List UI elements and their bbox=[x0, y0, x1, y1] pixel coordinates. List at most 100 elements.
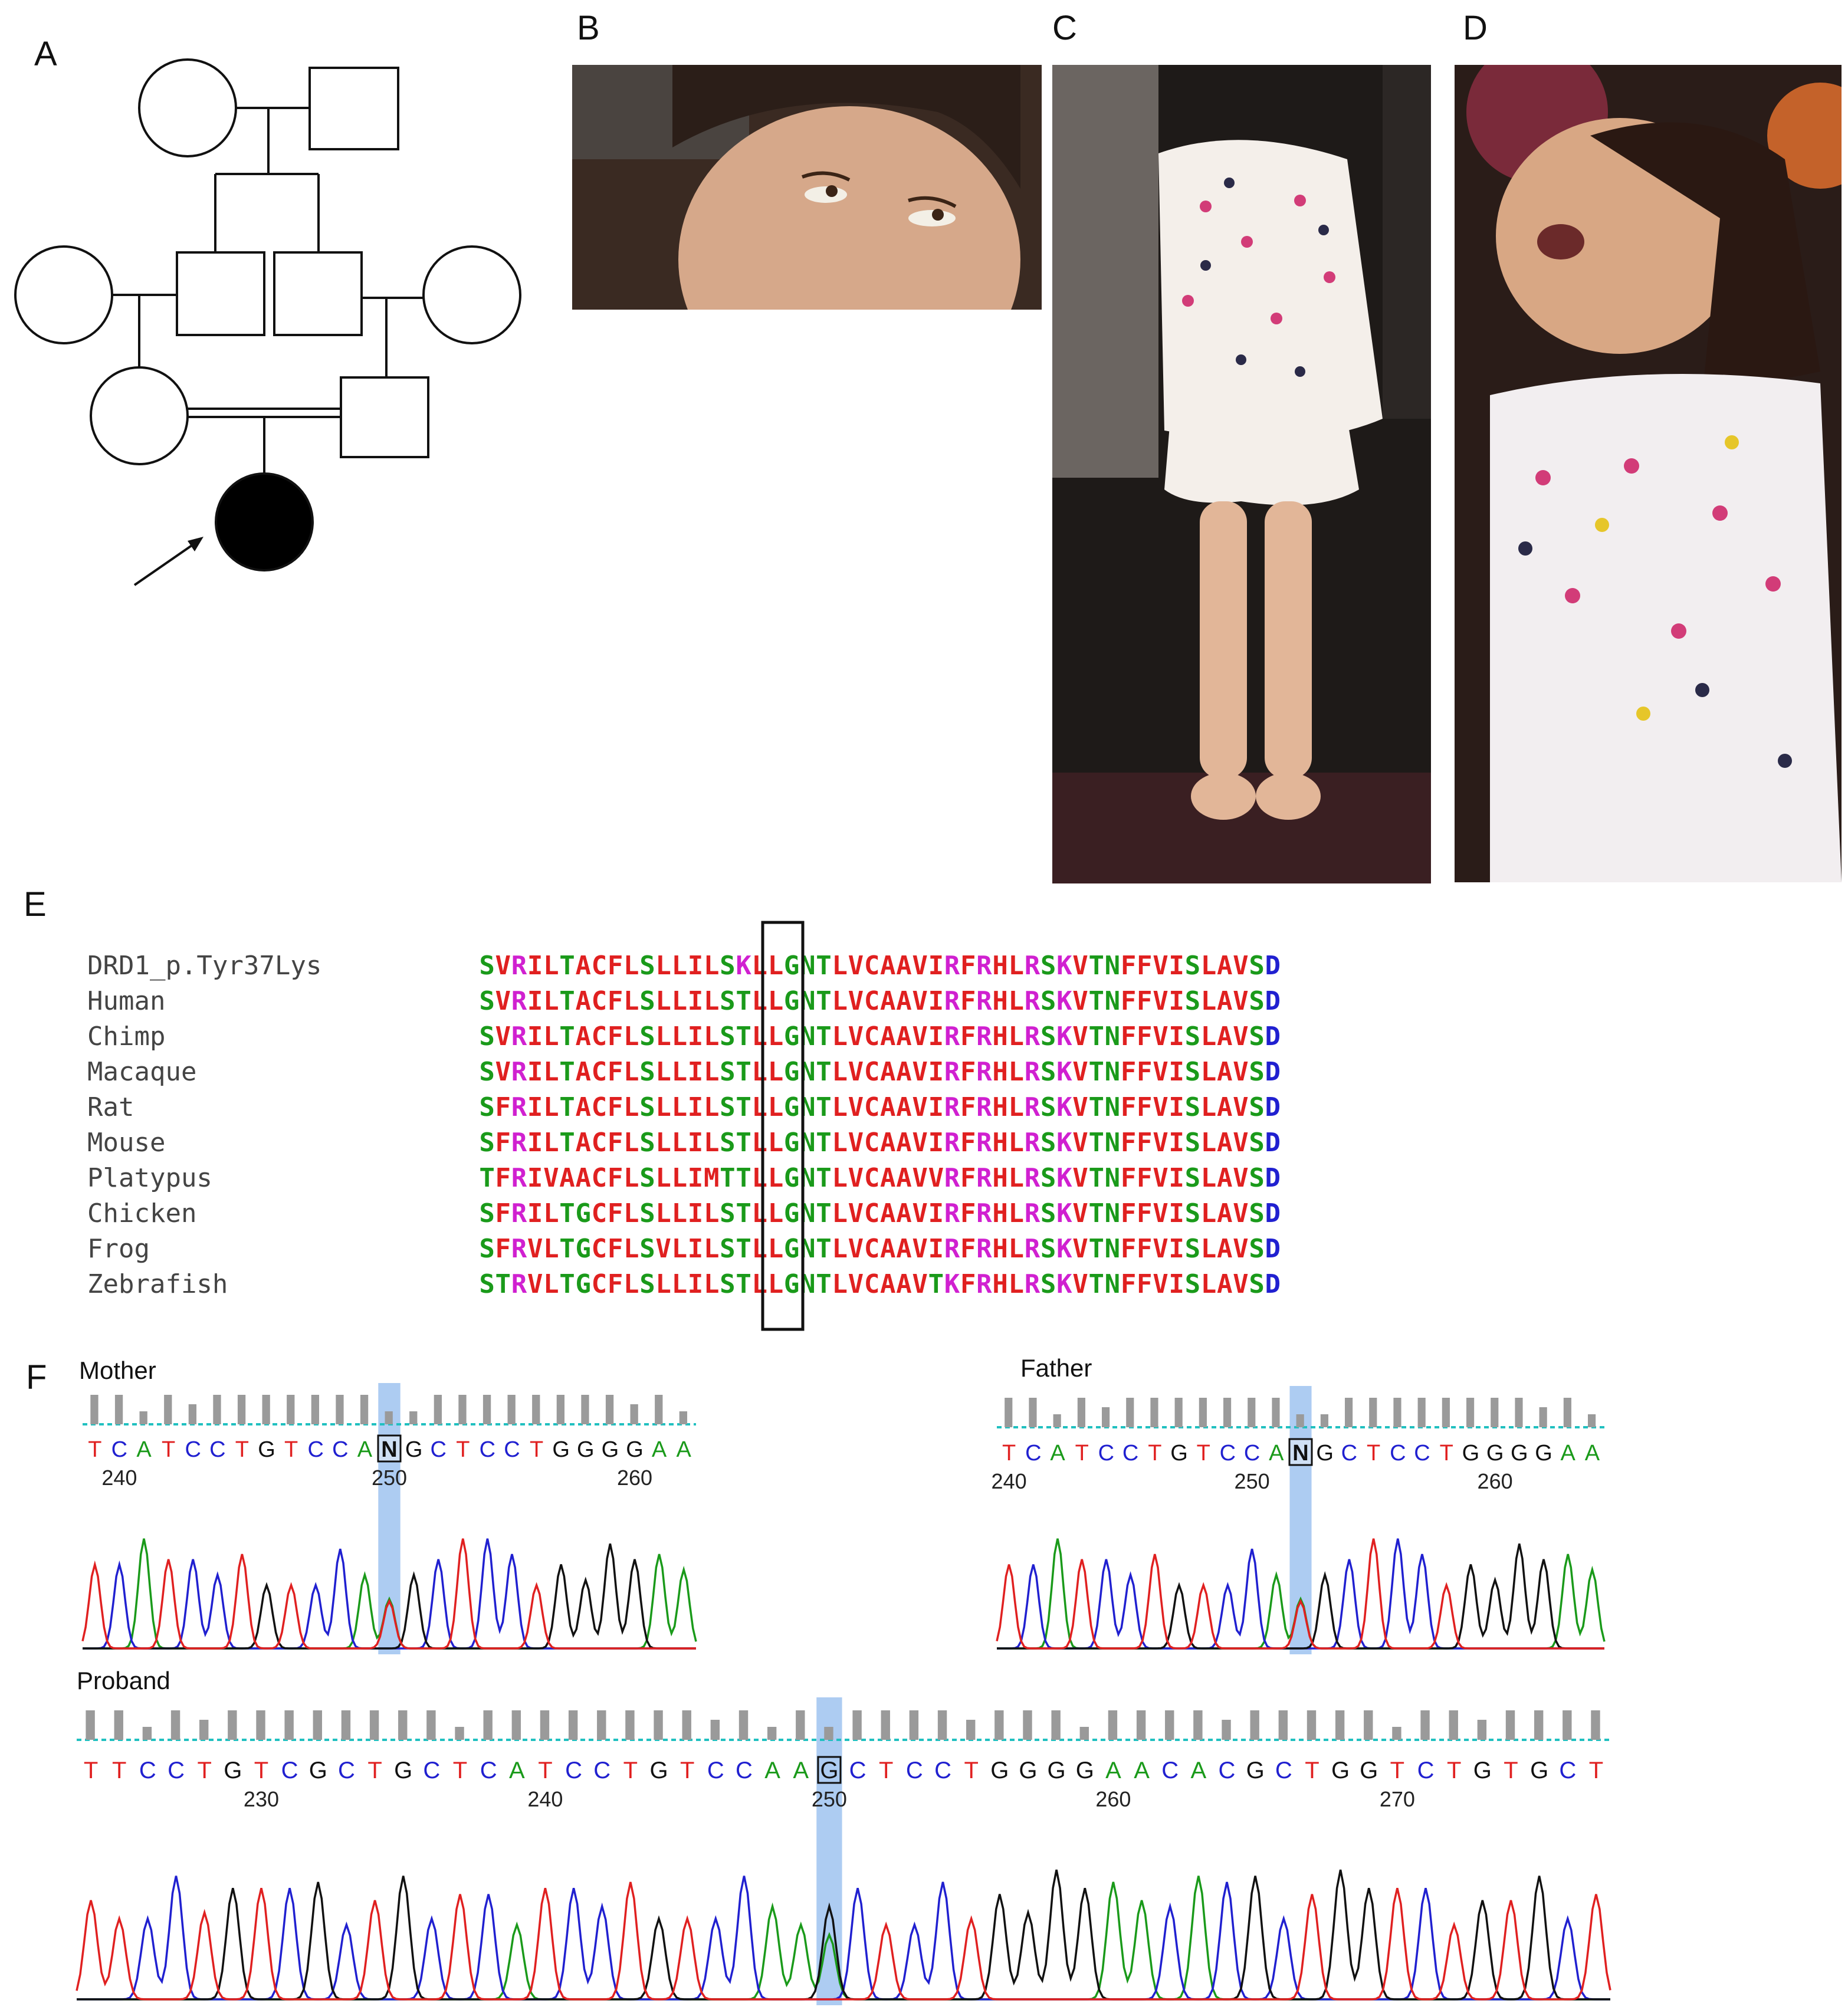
residue: S bbox=[1040, 1128, 1056, 1158]
residue: V bbox=[1233, 986, 1249, 1016]
residue: V bbox=[495, 986, 511, 1016]
residue: L bbox=[655, 1057, 671, 1087]
residue: T bbox=[559, 1057, 575, 1087]
residue: L bbox=[671, 986, 688, 1016]
residue: S bbox=[1249, 1163, 1265, 1193]
residue: V bbox=[1072, 1198, 1088, 1228]
residue: R bbox=[511, 1269, 527, 1299]
residue: D bbox=[1265, 951, 1281, 981]
residue: S bbox=[479, 1269, 495, 1299]
mother-variant-highlight bbox=[378, 1383, 401, 1654]
base-call: C bbox=[139, 1758, 156, 1783]
quality-bar bbox=[507, 1395, 516, 1424]
position-tick-label: 240 bbox=[101, 1466, 137, 1490]
residue: K bbox=[1056, 1128, 1072, 1158]
panel-e-label: E bbox=[24, 885, 47, 924]
quality-bar bbox=[188, 1404, 197, 1424]
quality-bar bbox=[796, 1710, 805, 1740]
quality-bar bbox=[1392, 1727, 1401, 1740]
residue: L bbox=[543, 1234, 559, 1264]
residue: F bbox=[1120, 1057, 1137, 1087]
residue: L bbox=[623, 986, 639, 1016]
residue: S bbox=[639, 1021, 655, 1052]
residue: T bbox=[720, 1163, 736, 1193]
residue: L bbox=[832, 1092, 848, 1122]
residue: S bbox=[720, 1021, 736, 1052]
residue: R bbox=[944, 1092, 960, 1122]
residue: S bbox=[1184, 1198, 1201, 1228]
base-call: A bbox=[136, 1437, 152, 1462]
residue: F bbox=[960, 951, 976, 981]
residue: L bbox=[623, 1021, 639, 1052]
residue: S bbox=[720, 1057, 736, 1087]
residue: S bbox=[1040, 1234, 1056, 1264]
residue: G bbox=[575, 1234, 591, 1264]
residue: V bbox=[1233, 1057, 1249, 1087]
base-call: G bbox=[602, 1437, 619, 1462]
residue: H bbox=[992, 1198, 1008, 1228]
quality-bar bbox=[1248, 1398, 1256, 1427]
residue: L bbox=[832, 986, 848, 1016]
residue: N bbox=[1104, 1234, 1121, 1264]
residue: A bbox=[896, 1128, 912, 1158]
residue: A bbox=[559, 1163, 575, 1193]
residue: V bbox=[1153, 1021, 1168, 1052]
base-call: G bbox=[649, 1758, 668, 1783]
quality-bar bbox=[1320, 1414, 1328, 1427]
residue: T bbox=[559, 1092, 575, 1122]
residue: L bbox=[623, 951, 639, 981]
residue: I bbox=[527, 1198, 543, 1228]
base-call: G bbox=[1360, 1758, 1378, 1783]
base-call: T bbox=[1075, 1441, 1089, 1466]
residue: L bbox=[1200, 1163, 1217, 1193]
residue: V bbox=[928, 1163, 944, 1193]
father-variant-box bbox=[1288, 1438, 1313, 1466]
quality-bar bbox=[1108, 1710, 1118, 1740]
residue: V bbox=[848, 1021, 864, 1052]
panel-c-label: C bbox=[1052, 9, 1077, 47]
base-call: A bbox=[1269, 1441, 1284, 1466]
residue: S bbox=[1249, 1092, 1265, 1122]
residue: R bbox=[1024, 1128, 1040, 1158]
residue: F bbox=[607, 951, 623, 981]
quality-bar bbox=[1278, 1710, 1288, 1740]
quality-bar bbox=[1174, 1398, 1183, 1427]
residue: I bbox=[1168, 1269, 1184, 1299]
residue: I bbox=[687, 1234, 704, 1264]
panel-f-label: F bbox=[26, 1358, 47, 1397]
residue: N bbox=[1104, 986, 1121, 1016]
residue: A bbox=[575, 1092, 591, 1122]
residue: L bbox=[543, 986, 559, 1016]
residue: V bbox=[912, 1092, 928, 1122]
residue: V bbox=[848, 986, 864, 1016]
residue: L bbox=[671, 951, 688, 981]
peak-trace-g bbox=[83, 1543, 696, 1650]
base-call: G bbox=[1019, 1758, 1037, 1783]
residue: A bbox=[575, 1057, 591, 1087]
residue: V bbox=[1233, 1163, 1249, 1193]
residue: R bbox=[944, 1163, 960, 1193]
residue: F bbox=[960, 1163, 976, 1193]
residue: I bbox=[1168, 1198, 1184, 1228]
alignment-row-name: Platypus bbox=[87, 1163, 212, 1193]
residue: V bbox=[1072, 951, 1088, 981]
residue: C bbox=[864, 1198, 880, 1228]
grandfather-symbol bbox=[308, 67, 399, 150]
residue: L bbox=[832, 1021, 848, 1052]
quality-bar bbox=[597, 1710, 606, 1740]
base-call: C bbox=[593, 1758, 610, 1783]
residue: D bbox=[1265, 1021, 1281, 1052]
residue: S bbox=[1040, 1092, 1056, 1122]
residue: F bbox=[1120, 1198, 1137, 1228]
residue: L bbox=[1200, 951, 1217, 981]
residue: T bbox=[816, 986, 832, 1016]
quality-bar bbox=[511, 1710, 521, 1740]
residue: C bbox=[591, 1128, 608, 1158]
residue: L bbox=[655, 1198, 671, 1228]
quality-bar bbox=[581, 1395, 589, 1424]
quality-bar bbox=[1223, 1398, 1232, 1427]
residue: T bbox=[816, 1234, 832, 1264]
quality-bar bbox=[630, 1404, 638, 1424]
residue: R bbox=[944, 1021, 960, 1052]
residue: C bbox=[591, 986, 608, 1016]
